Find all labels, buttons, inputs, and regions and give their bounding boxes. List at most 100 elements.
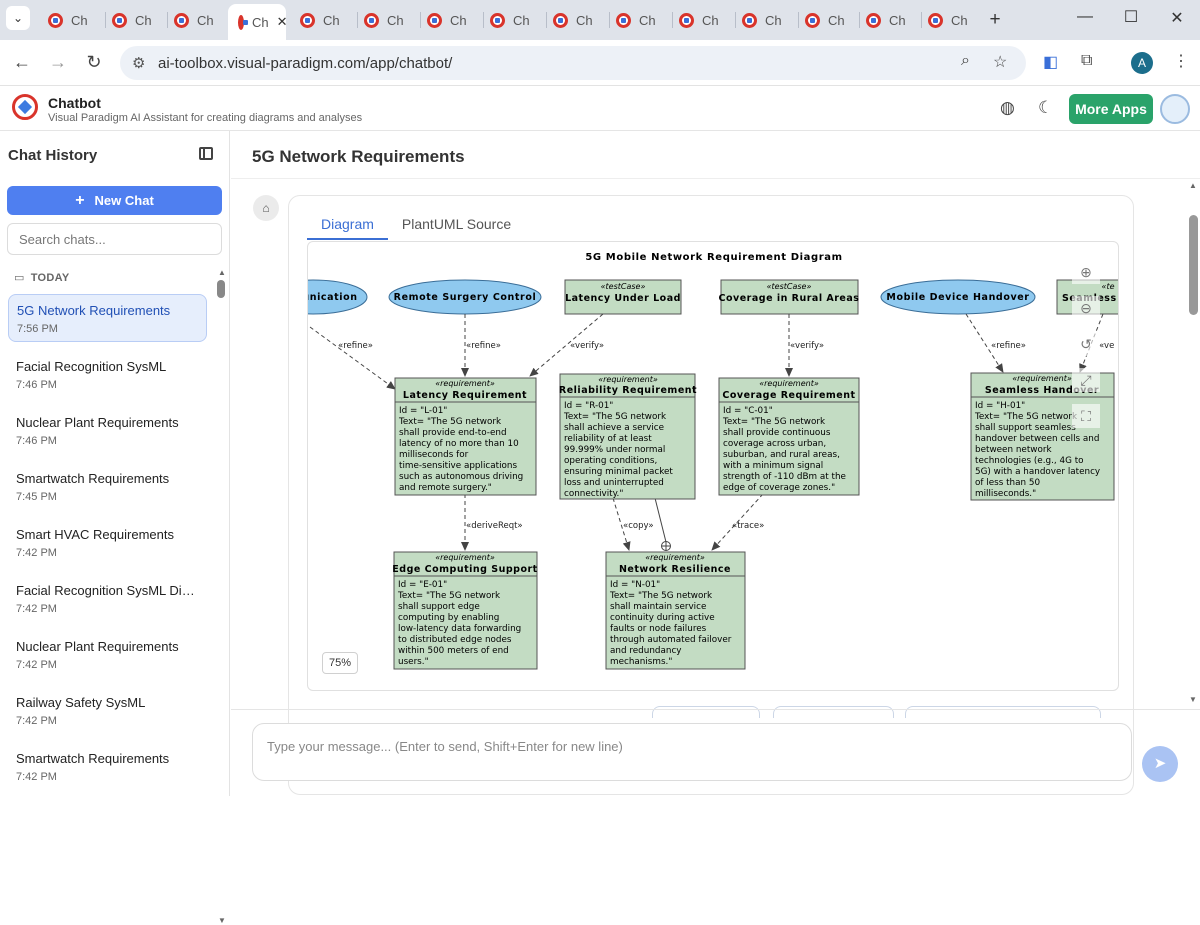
main-scrollbar[interactable]: ▲ ▼ — [1189, 181, 1198, 704]
globe-language-icon[interactable]: ◍ — [1000, 98, 1015, 117]
requirement-text: Text= "The 5G network shall provide end-… — [398, 417, 523, 493]
close-window-icon[interactable]: ✕ — [1170, 10, 1184, 27]
requirement-text-line: such as autonomous driving — [399, 472, 523, 482]
browser-tab[interactable]: Ch — [420, 7, 467, 33]
zoom-level-badge: 75% — [322, 652, 358, 674]
browser-menu-icon[interactable]: ⋮ — [1173, 53, 1189, 70]
verify-connector — [529, 313, 604, 377]
zoom-out-icon[interactable]: ⊖ — [1072, 296, 1100, 320]
requirement-text-line: time-sensitive applications — [399, 461, 517, 471]
browser-tab[interactable]: Ch — [798, 7, 845, 33]
requirement-text-line: milliseconds for — [399, 450, 469, 460]
browser-tab[interactable]: Ch — [546, 7, 593, 33]
favicon-icon — [553, 12, 568, 28]
fullscreen-icon[interactable]: ⛶ — [1072, 404, 1100, 428]
extension-icon[interactable]: ◧ — [1043, 54, 1059, 71]
dark-mode-moon-icon[interactable]: ☾ — [1038, 98, 1054, 117]
browser-tab[interactable]: Ch — [921, 7, 968, 33]
forward-arrow-icon[interactable]: → — [49, 52, 67, 72]
bookmark-star-icon[interactable]: ☆ — [993, 54, 1008, 71]
requirement-text-line: Text= "The 5G network — [609, 591, 713, 601]
page-title: 5G Network Requirements — [252, 147, 465, 166]
favicon-icon — [112, 12, 127, 28]
reload-icon[interactable]: ↻ — [86, 52, 102, 72]
requirement-text: Text= "The 5G network shall support seam… — [974, 412, 1100, 499]
puzzle-extensions-icon[interactable]: ⧉ — [1081, 52, 1093, 69]
requirement-id: Id = "L-01" — [399, 406, 447, 416]
browser-tab[interactable]: Ch — [105, 7, 152, 33]
sidebar-scrollbar[interactable]: ▲ ▼ — [217, 268, 226, 925]
browser-tab[interactable]: Ch — [48, 7, 88, 33]
requirement-text: Text= "The 5G network shall support edge… — [397, 591, 521, 667]
tab-plantuml-source[interactable]: PlantUML Source — [401, 216, 512, 232]
requirement-text-line: connectivity." — [564, 489, 623, 499]
app-header: Chatbot Visual Paradigm AI Assistant for… — [0, 87, 1200, 131]
site-settings-icon[interactable]: ⚙ — [132, 55, 146, 72]
maximize-icon[interactable]: ☐ — [1123, 9, 1139, 26]
action-button[interactable] — [905, 706, 1101, 718]
chat-history-item[interactable]: Facial Recognition SysML Dia...7:42 PM — [16, 583, 199, 615]
action-button[interactable] — [652, 706, 760, 718]
requirement-block: «requirement» Edge Computing Support Id … — [392, 551, 538, 670]
zoom-search-icon[interactable]: ⌕ — [961, 52, 970, 69]
requirement-text-line: continuity during active — [610, 613, 715, 623]
browser-tab[interactable]: Ch — [483, 7, 530, 33]
requirement-text-line: edge of coverage zones." — [723, 483, 835, 493]
action-button[interactable] — [773, 706, 894, 718]
bot-message-icon: ⌂ — [253, 195, 279, 221]
requirement-text-line: coverage across urban, — [723, 439, 826, 449]
profile-avatar[interactable]: A — [1131, 52, 1153, 74]
new-tab-plus-icon[interactable]: + — [989, 9, 1001, 30]
browser-tab[interactable]: Ch — [167, 7, 214, 33]
diagram-canvas[interactable]: 5G Mobile Network Requirement Diagram un… — [307, 241, 1119, 691]
requirement-id: Id = "H-01" — [975, 401, 1025, 411]
requirement-block: «requirement» Reliability Requirement Id… — [559, 373, 697, 500]
relation-label: «trace» — [732, 521, 764, 531]
divider — [231, 178, 1200, 179]
browser-tab[interactable]: Ch — [357, 7, 404, 33]
favicon-icon — [490, 12, 505, 28]
message-input[interactable]: Type your message... (Enter to send, Shi… — [252, 723, 1132, 781]
favicon-icon — [805, 12, 820, 28]
close-tab-icon[interactable]: ✕ — [276, 14, 288, 29]
zoom-in-icon[interactable]: ⊕ — [1072, 260, 1100, 284]
browser-tab[interactable]: Ch — [300, 7, 340, 33]
tab-diagram[interactable]: Diagram — [307, 212, 388, 240]
minimize-icon[interactable]: — — [1077, 8, 1093, 25]
requirement-text-line: and redundancy — [610, 646, 682, 656]
tab-search-chevron-icon[interactable]: ⌄ — [6, 6, 30, 30]
diagram-card: Diagram PlantUML Source 5G Mobile Networ… — [288, 195, 1134, 795]
assistant-avatar-icon[interactable] — [1160, 94, 1190, 124]
browser-tab-active[interactable]: Ch✕ — [228, 4, 288, 40]
back-arrow-icon[interactable]: ← — [13, 52, 31, 72]
reset-rotate-icon[interactable]: ↺ — [1072, 332, 1100, 356]
fit-to-screen-icon[interactable]: ⤢ — [1072, 368, 1100, 392]
send-icon[interactable]: ➤ — [1142, 746, 1178, 782]
requirement-text-line: shall achieve a service — [564, 423, 664, 433]
browser-tab[interactable]: Ch — [672, 7, 719, 33]
requirement-text-line: Text= "The 5G network — [398, 417, 502, 427]
requirement-block: «requirement» Coverage Requirement Id = … — [718, 377, 860, 496]
browser-tab[interactable]: Ch — [735, 7, 782, 33]
calendar-icon: ▭ — [14, 272, 25, 284]
browser-tab[interactable]: Ch — [609, 7, 656, 33]
new-chat-button[interactable]: +New Chat — [7, 186, 222, 215]
more-apps-button[interactable]: More Apps — [1069, 94, 1153, 124]
collapse-sidebar-icon[interactable] — [199, 147, 213, 160]
requirement-text-line: and remote surgery." — [399, 483, 492, 493]
group-today: ▭TODAY — [14, 272, 70, 284]
requirement-name: Coverage Requirement — [722, 390, 855, 401]
containment-cross — [661, 541, 671, 551]
url-field[interactable]: ⚙ ai-toolbox.visual-paradigm.com/app/cha… — [120, 46, 1026, 80]
browser-tab[interactable]: Ch — [859, 7, 906, 33]
requirement-id: Id = "R-01" — [564, 401, 613, 411]
search-chats-input[interactable]: Search chats... — [7, 223, 222, 255]
